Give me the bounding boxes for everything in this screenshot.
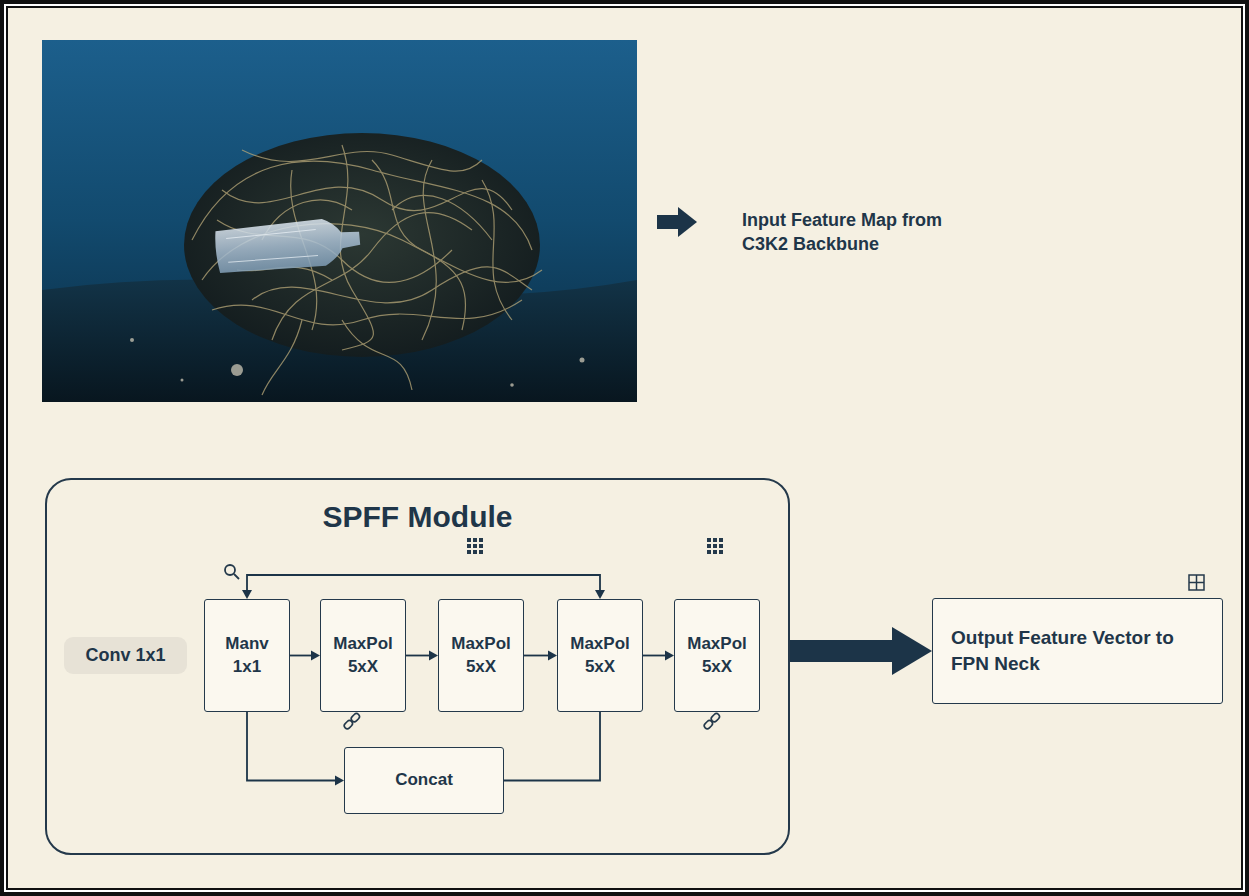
connector <box>290 651 320 661</box>
process-box: MaxPol 5xX <box>557 599 643 712</box>
connector-line <box>247 575 600 592</box>
input-caption: Input Feature Map from C3K2 Backbune <box>742 208 947 257</box>
input-arrow <box>657 207 697 237</box>
node-label: MaxPol 5xX <box>681 633 753 677</box>
connector-line <box>643 655 667 657</box>
arrow-head <box>892 627 932 675</box>
connector-line <box>524 655 550 657</box>
node-label: Manv 1x1 <box>211 633 283 677</box>
concat-box: Concat <box>344 747 504 814</box>
connector <box>247 712 344 786</box>
link-icon <box>343 712 361 730</box>
process-box: MaxPol 5xX <box>674 599 760 712</box>
process-box: MaxPol 5xX <box>320 599 406 712</box>
arrow-head <box>548 651 557 661</box>
arrow-head <box>242 590 252 599</box>
connector-line <box>247 712 337 781</box>
node-label: Output Feature Vector to FPN Neck <box>951 625 1184 676</box>
connector <box>643 651 674 661</box>
process-box: MaxPol 5xX <box>438 599 524 712</box>
arrow-head <box>311 651 320 661</box>
node-label: MaxPol 5xX <box>445 633 517 677</box>
node-label: Conv 1x1 <box>85 645 165 666</box>
connector <box>242 575 605 599</box>
process-box: Manv 1x1 <box>204 599 290 712</box>
magnifier-icon <box>225 565 239 579</box>
module-title: SPFF Module <box>47 500 788 534</box>
connector <box>406 651 438 661</box>
arrow-head <box>595 590 605 599</box>
grid-square-icon <box>1189 575 1204 590</box>
output-box: Output Feature Vector to FPN Neck <box>932 598 1223 704</box>
node-label: MaxPol 5xX <box>564 633 636 677</box>
arrow-head <box>335 776 344 786</box>
input-conv-pill: Conv 1x1 <box>64 637 187 674</box>
arrow-head <box>665 651 674 661</box>
node-label: MaxPol 5xX <box>327 633 399 677</box>
module-container: SPFF ModuleConv 1x1 Manv 1x1 MaxPol 5xX Max… <box>45 478 790 855</box>
grid-dots-icon <box>467 538 483 554</box>
connector-line <box>290 655 313 657</box>
connector-line <box>790 640 900 662</box>
grid-dots-icon <box>707 538 723 554</box>
connector <box>504 712 600 781</box>
node-label: Concat <box>395 769 453 791</box>
connector-line <box>504 712 600 781</box>
arrow-head <box>429 651 438 661</box>
connector <box>524 651 557 661</box>
link-icon <box>703 712 721 730</box>
flow-arrow <box>790 627 932 675</box>
underwater-photo <box>42 40 637 402</box>
connector-line <box>406 655 431 657</box>
